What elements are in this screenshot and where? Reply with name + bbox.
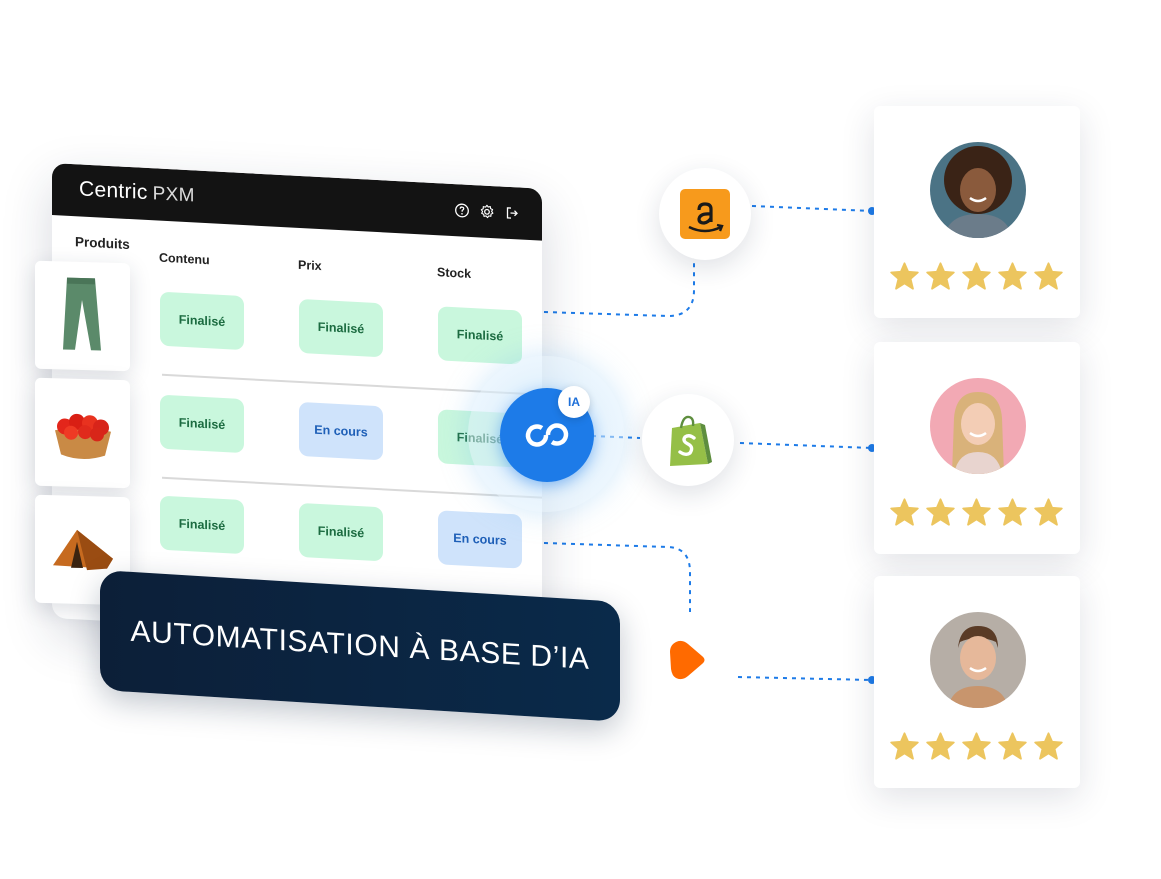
star-icon: [926, 498, 955, 526]
star-icon: [962, 732, 991, 760]
connector-shopify-review: [739, 442, 873, 449]
rating-stars: [890, 732, 1063, 760]
star-icon: [890, 498, 919, 526]
status-pill[interactable]: Finalisé: [299, 298, 383, 358]
rating-stars: [890, 262, 1063, 290]
rating-stars: [890, 498, 1063, 526]
star-icon: [998, 732, 1027, 760]
help-icon[interactable]: [454, 202, 470, 219]
status-pill[interactable]: En cours: [438, 510, 522, 569]
column-prix: Prix: [298, 257, 322, 274]
trousers-icon: [63, 277, 101, 351]
star-icon: [962, 262, 991, 290]
star-icon: [1034, 262, 1063, 290]
brand-sub: PXM: [152, 183, 195, 207]
tent-icon: [53, 529, 113, 571]
review-card-3[interactable]: [874, 576, 1080, 788]
product-card-tent[interactable]: [35, 494, 130, 606]
star-icon: [926, 262, 955, 290]
star-icon: [998, 498, 1027, 526]
avatar: [930, 378, 1026, 474]
column-stock: Stock: [437, 265, 472, 281]
star-icon: [926, 732, 955, 760]
connector-zalando-review: [737, 676, 873, 681]
zalando-logo-icon[interactable]: [664, 636, 710, 684]
ia-badge: IA: [558, 386, 590, 418]
status-pill[interactable]: Finalisé: [160, 291, 244, 351]
tomatoes-icon: [55, 413, 111, 459]
shopify-logo-icon: [670, 415, 712, 466]
status-pill[interactable]: Finalisé: [299, 502, 383, 562]
product-card-trousers[interactable]: [35, 260, 130, 372]
status-pill[interactable]: Finalisé: [160, 394, 244, 454]
star-icon: [998, 262, 1027, 290]
connector-amazon-review: [751, 205, 873, 212]
gear-icon[interactable]: [479, 203, 495, 220]
amazon-logo-icon: [680, 189, 730, 239]
product-card-tomatoes[interactable]: [35, 377, 130, 489]
connector-amazon-app: [543, 258, 695, 318]
star-icon: [1034, 498, 1063, 526]
amazon-channel[interactable]: [659, 168, 751, 260]
shopify-channel[interactable]: [642, 394, 734, 486]
products-label: Produits: [75, 234, 130, 253]
logout-icon[interactable]: [504, 205, 520, 222]
status-pill[interactable]: Finalisé: [160, 495, 244, 555]
review-card-1[interactable]: [874, 106, 1080, 318]
status-pill[interactable]: Finalisé: [438, 306, 522, 365]
star-icon: [962, 498, 991, 526]
centric-logo-icon: [525, 423, 569, 447]
banner-text: AUTOMATISATION À BASE D’IA: [130, 614, 590, 676]
avatar-woman-curly-icon: [930, 142, 1026, 238]
star-icon: [890, 262, 919, 290]
avatar-woman-blonde-icon: [930, 378, 1026, 474]
review-card-2[interactable]: [874, 342, 1080, 554]
column-contenu: Contenu: [159, 250, 210, 268]
star-icon: [890, 732, 919, 760]
avatar: [930, 612, 1026, 708]
avatar: [930, 142, 1026, 238]
star-icon: [1034, 732, 1063, 760]
status-pill[interactable]: En cours: [299, 401, 383, 461]
avatar-man-icon: [930, 612, 1026, 708]
brand-name: Centric: [79, 177, 148, 205]
